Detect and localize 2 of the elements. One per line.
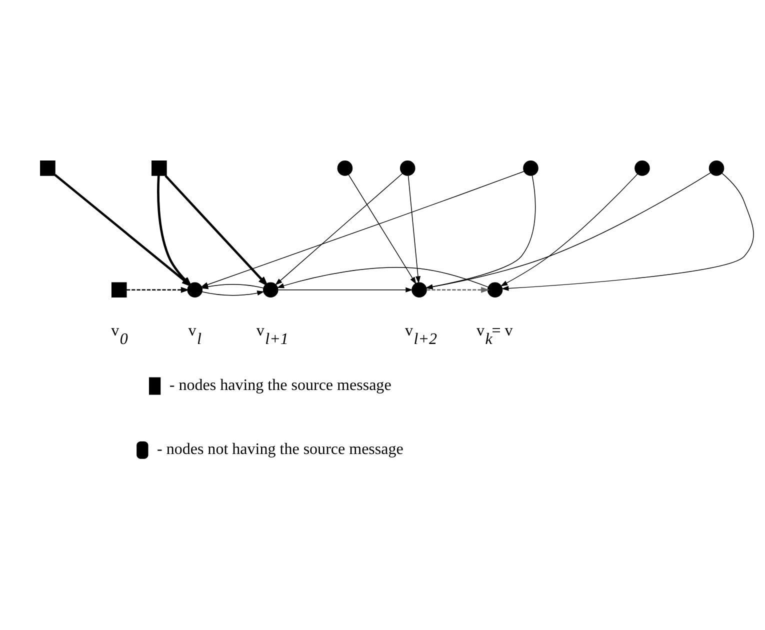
legend-label: - nodes not having the source message [156,441,404,458]
legend-label: - nodes having the source message [169,377,392,394]
